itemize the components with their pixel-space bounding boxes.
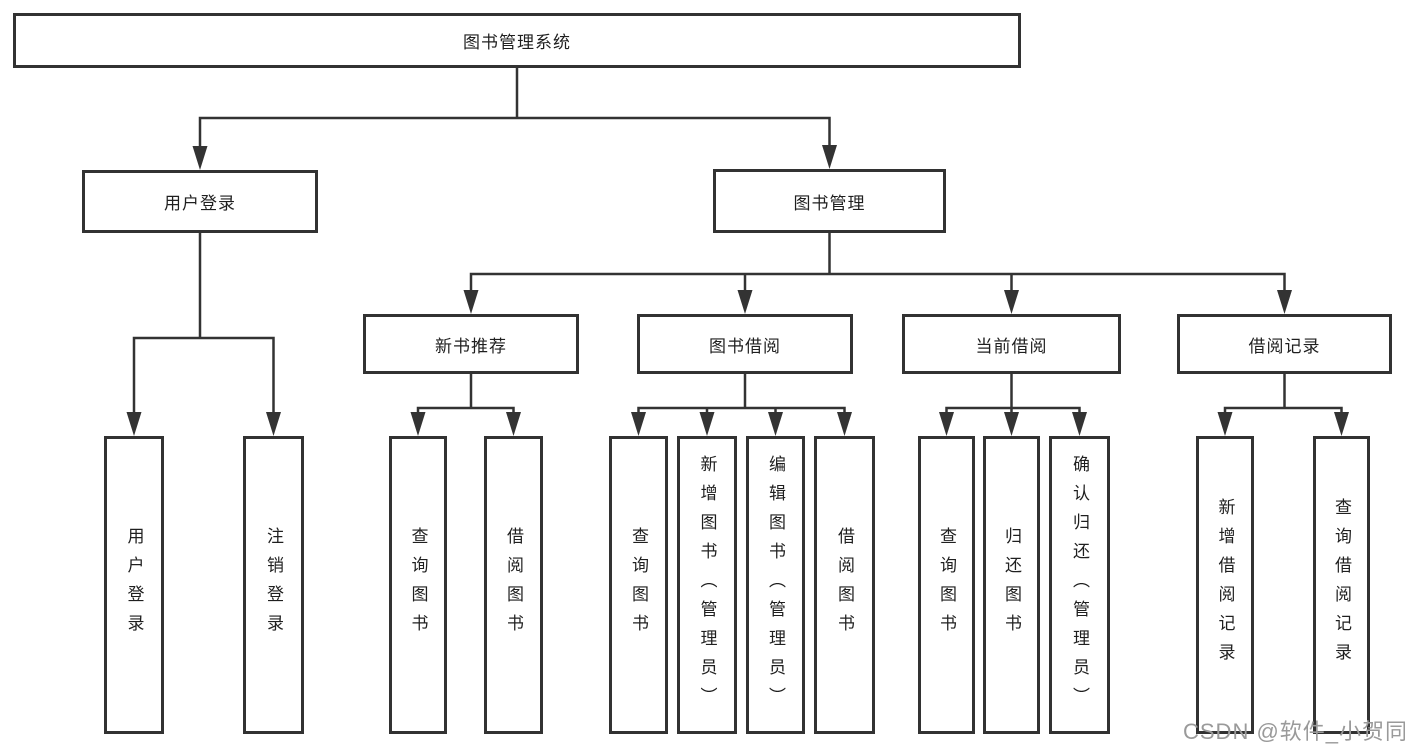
arrow-down-icon [768, 412, 783, 436]
arrow-down-icon [1217, 412, 1233, 436]
arrow-down-icon [631, 412, 646, 436]
connector-bookmgmt-to-level3 [469, 231, 1286, 294]
arrowhead-icons [126, 145, 1349, 436]
node-label: 借阅记录 [1248, 336, 1321, 356]
connector-current-to-leaves [945, 372, 1081, 416]
node-label: 借阅图书 [504, 527, 523, 643]
leaf-borrowing-query-books: 查询图书 [609, 436, 668, 734]
arrow-down-icon [266, 412, 281, 436]
arrow-down-icon [699, 412, 715, 436]
arrow-down-icon [192, 146, 208, 170]
node-label: 查询图书 [408, 527, 428, 643]
arrow-down-icon [1072, 412, 1087, 436]
leaf-logout: 注销登录 [243, 436, 304, 734]
node-label: 借阅图书 [835, 527, 854, 643]
node-label: 新增图书（管理员） [697, 454, 717, 716]
arrow-down-icon [939, 412, 954, 436]
node-label: 注销登录 [264, 527, 283, 643]
node-label: 查询图书 [937, 527, 956, 643]
leaf-borrowing-borrow-books: 借阅图书 [814, 436, 875, 734]
csdn-watermark: CSDN @软件_小贺同学 [1183, 719, 1405, 744]
leaf-borrowing-edit-books-admin: 编辑图书（管理员） [746, 436, 805, 734]
arrow-down-icon [1004, 412, 1019, 436]
node-user-login-group: 用户登录 [82, 170, 318, 233]
node-label: 新书推荐 [435, 336, 507, 356]
node-label: 归还图书 [1002, 527, 1021, 643]
node-book-management: 图书管理 [713, 169, 946, 233]
node-current-borrowing: 当前借阅 [902, 314, 1121, 374]
leaf-newbook-query-books: 查询图书 [389, 436, 447, 734]
node-book-borrowing: 图书借阅 [637, 314, 853, 374]
node-label: 图书管理系统 [463, 33, 571, 52]
arrow-down-icon [822, 145, 837, 169]
arrow-down-icon [506, 412, 521, 436]
leaf-current-confirm-return-admin: 确认归还（管理员） [1049, 436, 1110, 734]
node-label: 编辑图书（管理员） [766, 454, 785, 716]
connector-userlogin-to-leaves [132, 231, 275, 416]
arrow-down-icon [737, 290, 753, 314]
node-label: 新增借阅记录 [1215, 498, 1235, 672]
leaf-borrowing-add-books-admin: 新增图书（管理员） [677, 436, 737, 734]
arrow-down-icon [837, 412, 852, 436]
node-label: 当前借阅 [975, 336, 1048, 356]
leaf-records-add-record: 新增借阅记录 [1196, 436, 1254, 734]
leaf-current-return-books: 归还图书 [983, 436, 1040, 734]
leaf-records-query-record: 查询借阅记录 [1313, 436, 1370, 734]
node-label: 用户登录 [124, 527, 144, 643]
leaf-current-query-books: 查询图书 [918, 436, 975, 734]
connector-records-to-leaves [1223, 372, 1343, 416]
leaf-user-login: 用户登录 [104, 436, 164, 734]
node-label: 查询借阅记录 [1332, 498, 1351, 672]
node-root-system: 图书管理系统 [13, 13, 1021, 68]
arrow-down-icon [410, 412, 426, 436]
leaf-newbook-borrow-books: 借阅图书 [484, 436, 543, 734]
node-new-book-recommendation: 新书推荐 [363, 314, 579, 374]
arrow-down-icon [126, 412, 142, 436]
connector-borrow-to-leaves [637, 372, 846, 416]
arrow-down-icon [463, 290, 479, 314]
node-label: 图书借阅 [709, 336, 781, 356]
node-label: 图书管理 [793, 193, 866, 213]
node-label: 确认归还（管理员） [1070, 454, 1089, 716]
arrow-down-icon [1277, 290, 1292, 314]
connector-newbook-to-leaves [416, 372, 515, 416]
connector-root-to-level2 [198, 66, 831, 150]
arrow-down-icon [1334, 412, 1349, 436]
node-label: 用户登录 [164, 194, 236, 213]
node-borrowing-records: 借阅记录 [1177, 314, 1392, 374]
node-label: 查询图书 [629, 527, 648, 643]
arrow-down-icon [1004, 290, 1019, 314]
